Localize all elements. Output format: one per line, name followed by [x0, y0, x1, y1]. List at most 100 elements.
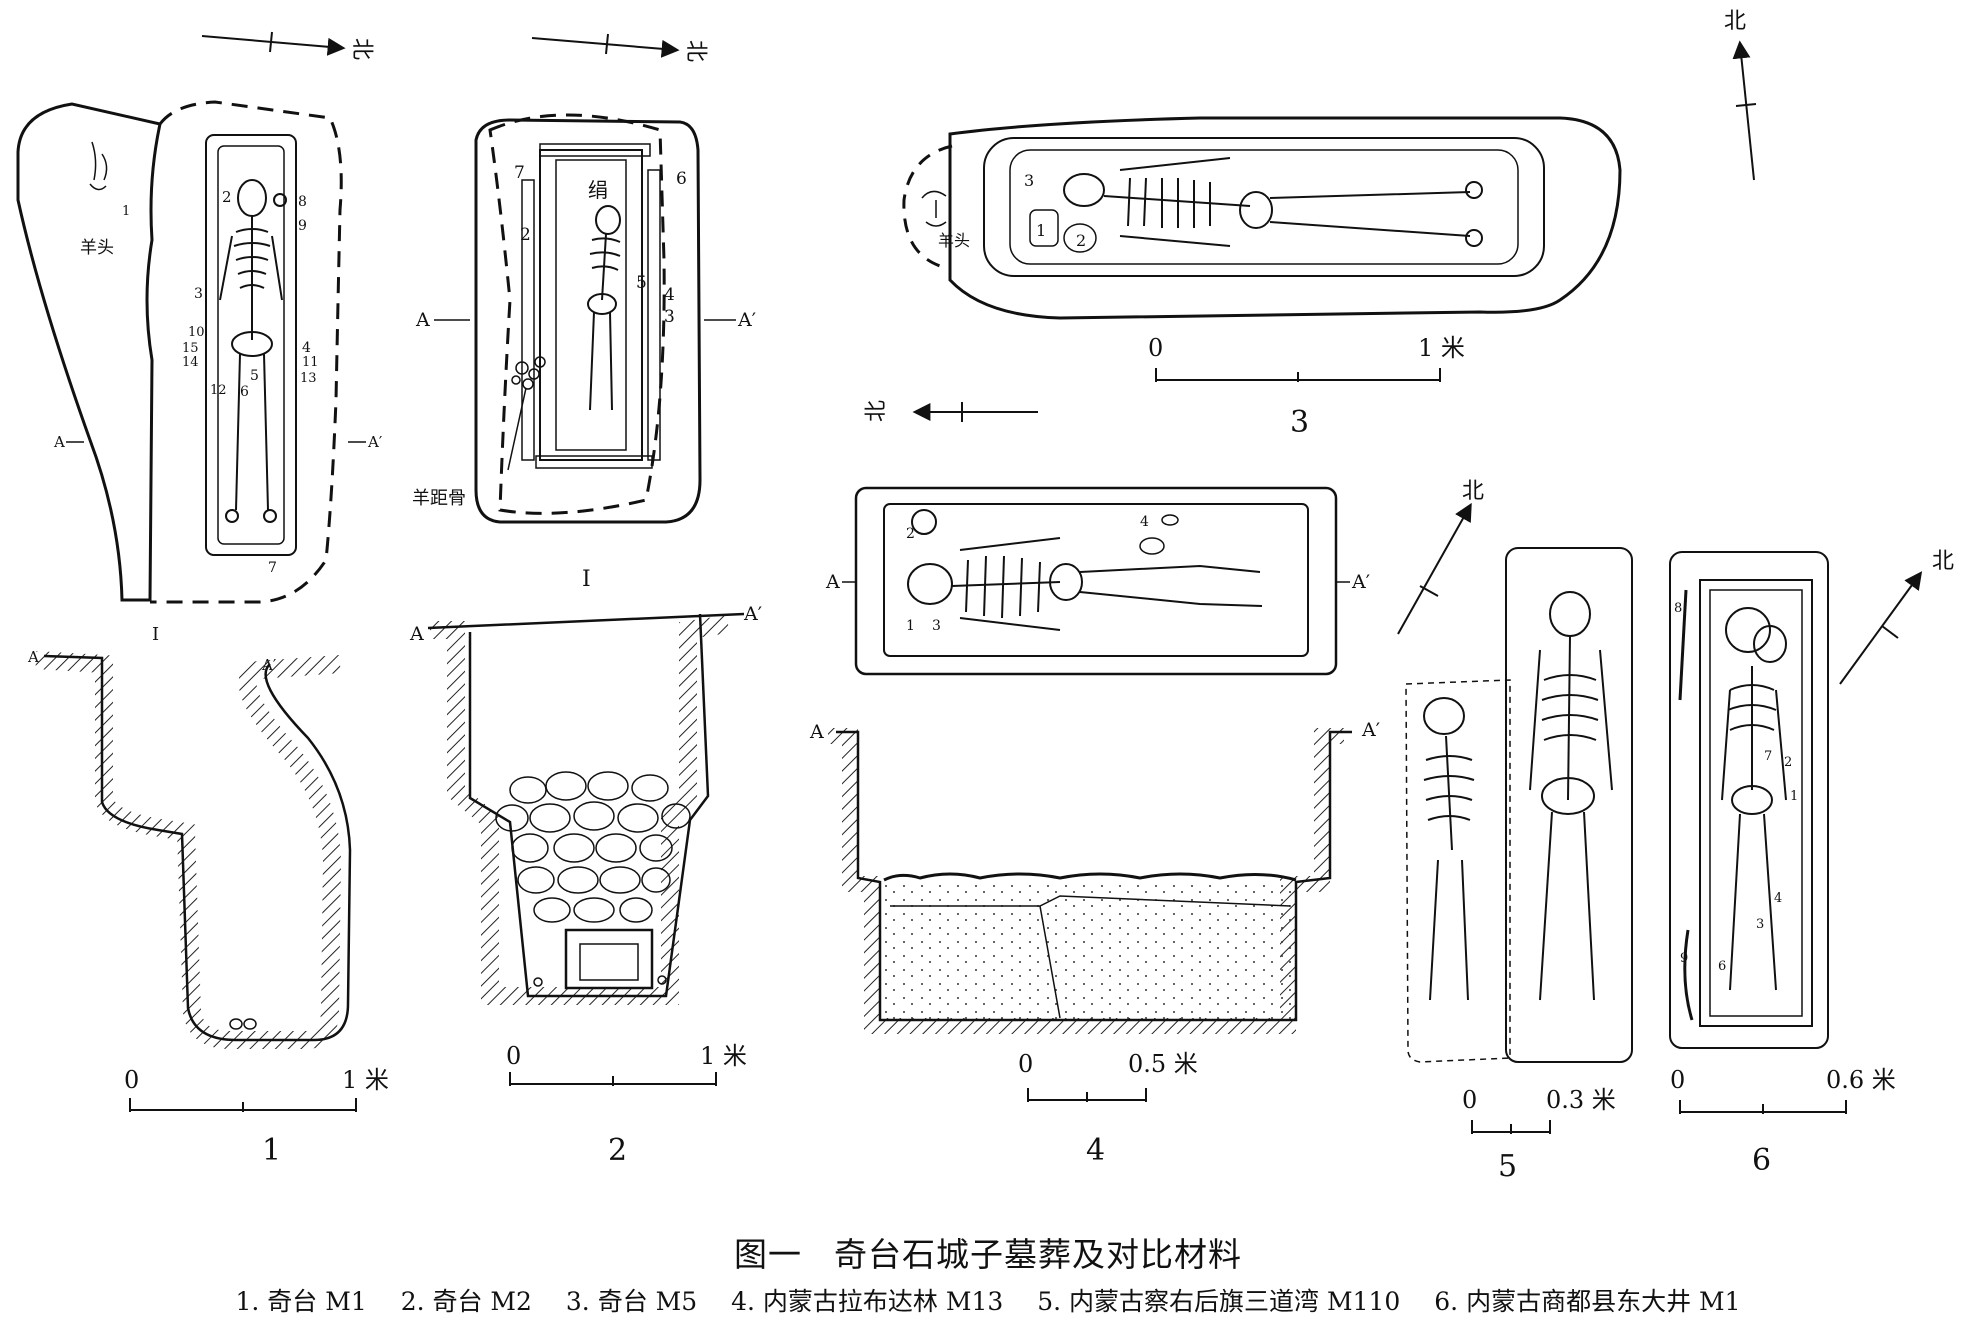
section-label-a: A	[409, 623, 424, 645]
caption-item: 4. 内蒙古拉布达林 M13	[731, 1287, 1004, 1316]
grave-plan-2	[474, 113, 702, 524]
annotation-label: 3	[1756, 917, 1764, 932]
annotation-label: 4	[1140, 514, 1149, 530]
grave-plan-5	[1405, 547, 1633, 1063]
scale-end: 1 米	[342, 1066, 389, 1094]
section-label-a-prime-2: A′	[737, 309, 756, 331]
north-arrow-4: 北	[864, 400, 1038, 422]
annotation-label: 7	[1764, 749, 1772, 764]
scale-bar-4: 0 0.5 米 4	[1018, 1050, 1198, 1168]
annotation-label: 6	[676, 169, 687, 189]
panel-4: 北 1 2 3 4 A A′ A A′	[809, 400, 1380, 1168]
grave-plan-6	[1669, 551, 1829, 1049]
section-label-a-prime: A′	[1361, 719, 1380, 741]
annotation-label: 2	[520, 225, 531, 245]
annotation-label: 6	[1718, 959, 1726, 974]
section-label-a-1: A	[53, 433, 65, 451]
north-label-5: 北	[1462, 479, 1484, 504]
scale-end: 0.6 米	[1826, 1066, 1896, 1094]
panel-3: 北 羊头 1 2	[902, 9, 1757, 440]
annotation-label: 1	[906, 618, 915, 634]
figure-caption-items: 1. 奇台 M1 2. 奇台 M2 3. 奇台 M5 4. 内蒙古拉布达林 M1…	[0, 1282, 1976, 1318]
grave-section-2: A A′	[409, 603, 762, 1005]
scale-start: 0	[1148, 334, 1163, 362]
annotation-label: 1	[1036, 221, 1046, 240]
caption-item: 5. 内蒙古察右后旗三道湾 M110	[1037, 1287, 1401, 1316]
section-label-a-prime: A′	[743, 603, 762, 625]
north-label-3: 北	[1724, 9, 1746, 34]
north-arrow-6: 北	[1839, 549, 1954, 685]
panel-1: 北 羊头 1 2	[16, 31, 389, 1168]
scale-start: 0	[1670, 1066, 1685, 1094]
sheep-head-3	[921, 190, 947, 227]
scale-start: 0	[1462, 1086, 1477, 1114]
section-label-a-prime-1: A′	[367, 433, 383, 451]
section-label-a: A	[809, 721, 824, 743]
sheep-astragali-2	[511, 356, 546, 390]
north-label-1: 北	[349, 38, 374, 60]
annotation-label: 9	[1680, 951, 1688, 966]
annotation-silk: 绢	[588, 178, 608, 202]
annotation-label: 4	[664, 285, 675, 305]
grave-plan-4	[854, 486, 1338, 676]
annotation-label: 2	[1784, 755, 1792, 770]
scale-end: 0.3 米	[1546, 1086, 1616, 1114]
annotation-label: 13	[300, 371, 317, 386]
annotation-label: 15	[182, 341, 199, 356]
north-label-4: 北	[864, 400, 889, 422]
north-arrow-1: 北	[201, 31, 374, 60]
panel-number-4: 4	[1086, 1133, 1105, 1168]
scale-bar-3: 0 1 米 3	[1148, 334, 1465, 440]
panel-6: 北 1 2 3 4 6 7 8 9 0 0.6 米	[1669, 549, 1954, 1178]
annotation-label: 2	[1076, 231, 1086, 250]
annotation-sheep-head: 羊头	[938, 231, 970, 250]
north-label-6: 北	[1932, 549, 1954, 574]
grave-plan-3	[902, 116, 1622, 320]
figure-title: 奇台石城子墓葬及对比材料	[834, 1235, 1242, 1274]
north-arrow-3: 北	[1724, 9, 1757, 181]
figure-label: 图一	[734, 1235, 802, 1274]
panel-number-6: 6	[1752, 1143, 1771, 1178]
annotation-label: 4	[1774, 891, 1782, 906]
caption-item: 2. 奇台 M2	[400, 1287, 532, 1316]
annotation-label: 1	[122, 204, 130, 219]
annotation-label: 3	[1024, 171, 1034, 190]
annotation-label: 8	[298, 194, 307, 210]
annotation-label: 3	[932, 618, 941, 634]
annotation-sheep-head: 羊头	[80, 238, 114, 258]
scale-bar-6: 0 0.6 米 6	[1670, 1066, 1896, 1178]
panel-number-2: 2	[608, 1133, 627, 1168]
north-arrow-2: 北	[531, 33, 708, 62]
annotation-label: 11	[302, 355, 319, 370]
caption-item: 1. 奇台 M1	[235, 1287, 367, 1316]
scale-start: 0	[506, 1042, 521, 1070]
annotation-label: 7	[268, 560, 277, 576]
sheep-head-1	[89, 141, 108, 191]
caption-item: 3. 奇台 M5	[565, 1287, 698, 1316]
annotation-label: 5	[250, 368, 259, 384]
north-label-2: 北	[683, 40, 708, 62]
annotation-label: 4	[302, 340, 311, 356]
scale-start: 0	[124, 1066, 139, 1094]
stone-fill-2	[495, 771, 691, 923]
annotation-label: 6	[240, 384, 249, 400]
annotation-label: 2	[906, 526, 915, 542]
section-label-a-prime-4: A′	[1351, 571, 1370, 593]
panel-number-3: 3	[1290, 405, 1309, 440]
annotation-label: 9	[298, 218, 307, 234]
panel-number-5: 5	[1498, 1149, 1517, 1184]
scale-bar-5: 0 0.3 米 5	[1462, 1086, 1616, 1184]
annotation-label: 1	[1790, 789, 1798, 804]
annotation-label: 10	[188, 325, 205, 340]
grave-section-1: A A′	[27, 648, 352, 1049]
scale-end: 1 米	[700, 1042, 747, 1070]
scale-start: 0	[1018, 1050, 1033, 1078]
annotation-label: 8	[1674, 601, 1682, 616]
scale-bar-1: 0 1 米 1	[124, 1066, 389, 1168]
annotation-label: 5	[636, 273, 647, 293]
annotation-label: 3	[664, 307, 675, 327]
grave-plan-1	[16, 100, 343, 604]
annotation-label: 14	[182, 355, 199, 370]
figure-caption-title: 图一奇台石城子墓葬及对比材料	[0, 1228, 1976, 1276]
